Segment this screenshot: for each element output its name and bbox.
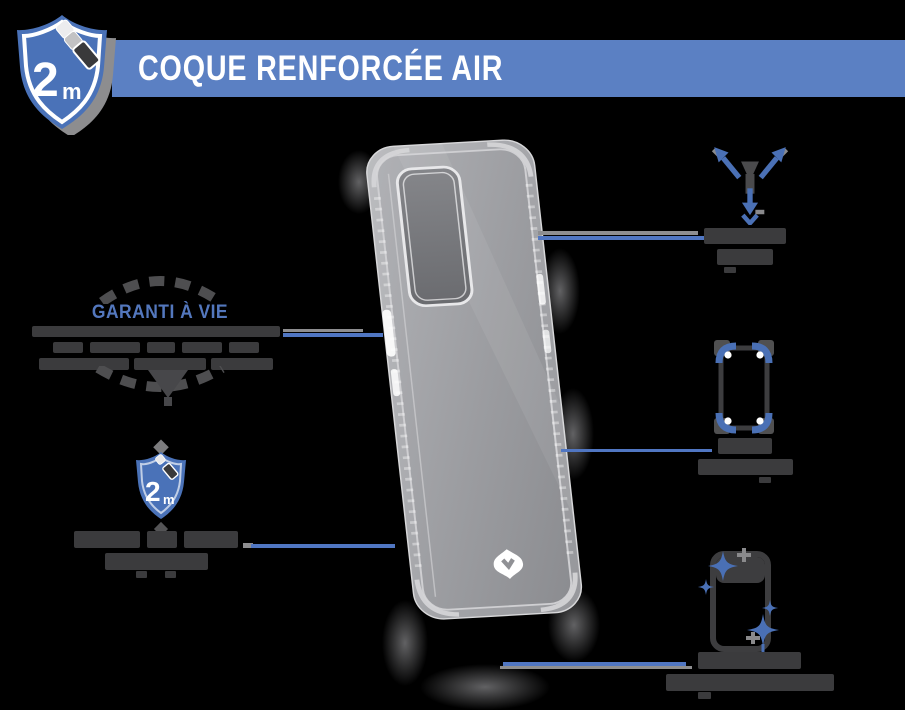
corner-bumper bbox=[540, 572, 578, 613]
pointer-line bbox=[538, 236, 705, 240]
warranty-subtitle-redacted bbox=[30, 326, 282, 370]
redacted-text-bar bbox=[53, 342, 83, 353]
reinforced-corners-phone-icon bbox=[714, 340, 774, 434]
redacted-text-bar bbox=[697, 459, 793, 475]
redacted-text-bar bbox=[32, 326, 280, 337]
side-button-slot bbox=[382, 309, 396, 357]
drop-badge-value: 2 bbox=[145, 476, 161, 507]
pointer-line-shadow bbox=[243, 543, 253, 548]
drop-height-value: 2 bbox=[32, 54, 59, 107]
sparkles-phone-icon bbox=[698, 548, 779, 656]
pointer-line bbox=[503, 662, 686, 666]
redacted-text-bar bbox=[39, 358, 129, 370]
drop-caption-redacted bbox=[60, 531, 252, 578]
drop-protection-shield-badge: 2 m bbox=[17, 15, 116, 135]
pointer-line-shadow bbox=[283, 329, 363, 332]
transparent-phone-case bbox=[366, 139, 583, 620]
stamp-arc-top bbox=[99, 276, 223, 304]
warranty-title: GARANTI À VIE bbox=[91, 302, 229, 323]
shock-dispersion-arrows-icon bbox=[711, 147, 789, 225]
redacted-text-bar bbox=[104, 553, 208, 570]
redacted-text-bar bbox=[229, 342, 259, 353]
redacted-text-bar bbox=[90, 342, 140, 353]
redacted-text-bar bbox=[74, 531, 140, 548]
page-title: COQUE RENFORCÉE AIR bbox=[138, 48, 504, 88]
redacted-text-bar bbox=[211, 358, 273, 370]
redacted-text-bar bbox=[698, 652, 801, 669]
header-banner: COQUE RENFORCÉE AIR bbox=[112, 40, 905, 97]
shock-dispersion-label-redacted bbox=[695, 228, 795, 273]
redacted-text-bar bbox=[147, 342, 175, 353]
corner-bumper bbox=[487, 142, 534, 177]
side-button-slot bbox=[390, 369, 401, 397]
falling-phone-icon bbox=[55, 19, 101, 70]
drop-height-unit: m bbox=[62, 79, 82, 104]
drop-badge-unit: m bbox=[163, 492, 175, 507]
pointer-line-shadow bbox=[500, 666, 692, 669]
redacted-text-bar bbox=[704, 228, 786, 244]
side-slot bbox=[536, 273, 546, 305]
corner-bumper bbox=[414, 579, 460, 617]
redacted-text-bar bbox=[665, 674, 834, 691]
redacted-text-bar bbox=[717, 249, 773, 265]
redacted-text-bar bbox=[718, 438, 772, 454]
pointer-line-shadow bbox=[538, 231, 698, 235]
anti-yellowing-label-redacted bbox=[663, 652, 836, 699]
edge-texture bbox=[525, 183, 575, 563]
reinforced-corners-label-redacted bbox=[695, 438, 795, 483]
warranty-badge-title-wrap: GARANTI À VIE bbox=[20, 302, 300, 324]
shadow-blob bbox=[420, 664, 550, 710]
pointer-line bbox=[283, 333, 383, 337]
stamp-arc-bottom bbox=[95, 366, 225, 406]
side-slot bbox=[542, 329, 552, 354]
redacted-text-bar bbox=[182, 342, 222, 353]
camera-cutout bbox=[395, 165, 474, 308]
corner-bumper bbox=[371, 147, 410, 188]
redacted-text-bar bbox=[147, 531, 177, 548]
redacted-text-bar bbox=[134, 358, 206, 370]
pointer-line bbox=[561, 449, 712, 452]
redacted-text-bar bbox=[184, 531, 238, 548]
force-case-logo bbox=[493, 549, 524, 580]
diamond-accent bbox=[153, 439, 169, 456]
pointer-line bbox=[251, 544, 395, 548]
falling-phone-icon bbox=[155, 454, 179, 480]
drop-badge-2m: 2 m bbox=[136, 439, 186, 537]
